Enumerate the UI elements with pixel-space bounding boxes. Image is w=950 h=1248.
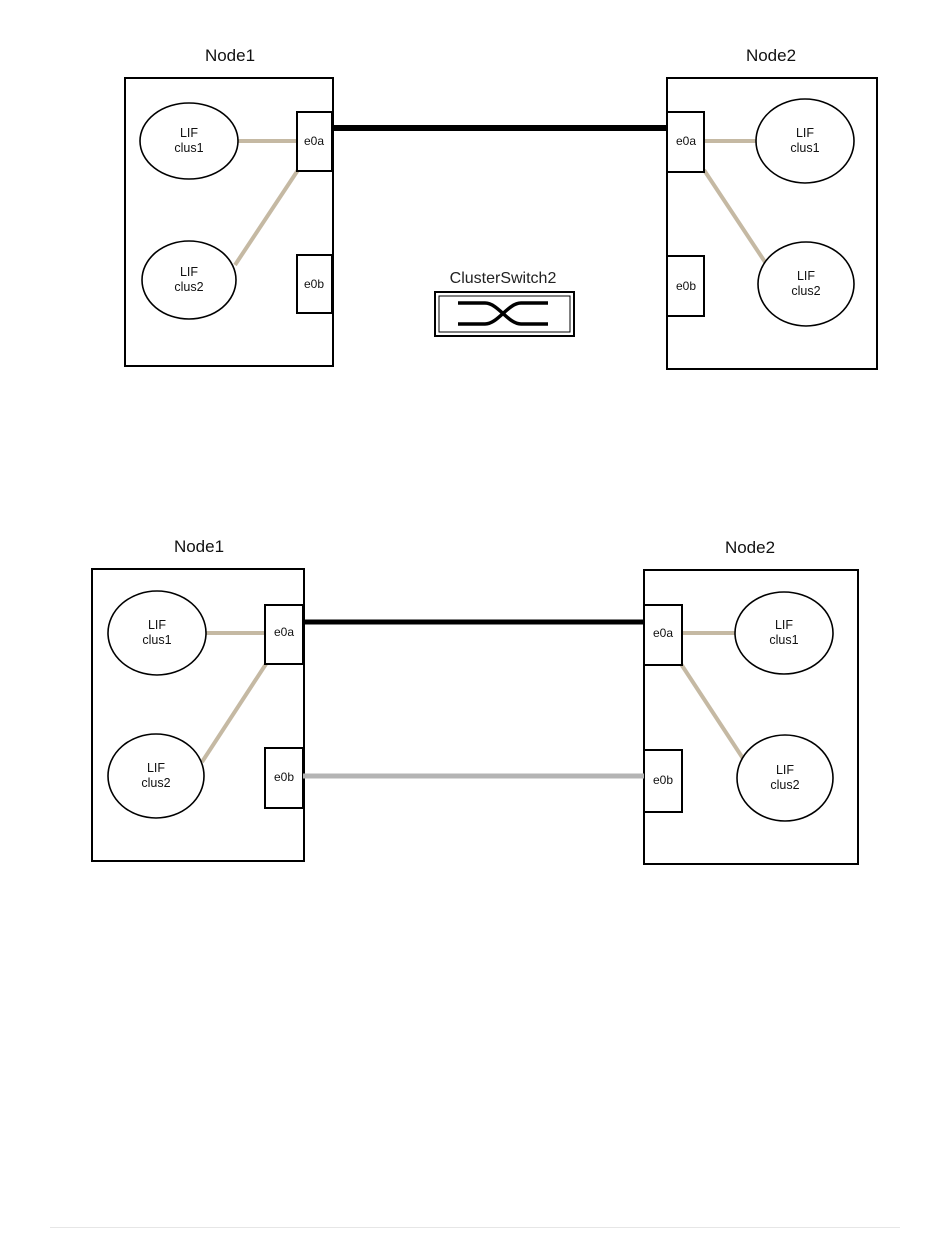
node2-lif2-link — [681, 664, 744, 760]
node1-lif2-line1: LIF — [180, 265, 198, 279]
node2-port-e0b-label: e0b — [653, 773, 673, 787]
node2-lif1-line1: LIF — [775, 618, 793, 632]
node2-port-e0a-label: e0a — [653, 626, 673, 640]
node1-lif2-line2: clus2 — [174, 280, 203, 294]
node1-title: Node1 — [205, 46, 255, 65]
node2-lif1-line2: clus1 — [769, 633, 798, 647]
node1-port-e0a-label: e0a — [274, 625, 294, 639]
node1-lif1-line2: clus1 — [174, 141, 203, 155]
cluster-switch-icon — [435, 292, 574, 336]
node1-lif1-line1: LIF — [148, 618, 166, 632]
node2-port-e0b-label: e0b — [676, 279, 696, 293]
node1-port-e0b-label: e0b — [304, 277, 324, 291]
node2-lif2-line1: LIF — [776, 763, 794, 777]
node2-title: Node2 — [725, 538, 775, 557]
node2-lif2-line2: clus2 — [770, 778, 799, 792]
node1-lif2-link — [235, 170, 298, 265]
node2-lif1-line1: LIF — [796, 126, 814, 140]
node2-lif2-line1: LIF — [797, 269, 815, 283]
diagram-top: Node1 LIF clus1 LIF clus2 e0a e0b Node2 … — [125, 46, 877, 369]
footer-divider — [50, 1227, 900, 1228]
switch-label: ClusterSwitch2 — [450, 270, 557, 287]
node2-lif1-line2: clus1 — [790, 141, 819, 155]
node2-title: Node2 — [746, 46, 796, 65]
node2-port-e0a-label: e0a — [676, 134, 696, 148]
node1-lif2-line2: clus2 — [141, 776, 170, 790]
diagram-bottom: Node1 LIF clus1 LIF clus2 e0a e0b Node2 … — [92, 537, 858, 864]
node1-lif2-link — [202, 664, 266, 762]
node1-lif2-line1: LIF — [147, 761, 165, 775]
node1-lif1-line1: LIF — [180, 126, 198, 140]
node1-port-e0a-label: e0a — [304, 134, 324, 148]
node1-port-e0b-label: e0b — [274, 770, 294, 784]
node2-lif2-link — [704, 170, 765, 262]
node1-lif1-line2: clus1 — [142, 633, 171, 647]
node1-title: Node1 — [174, 537, 224, 556]
node2-lif2-line2: clus2 — [791, 284, 820, 298]
